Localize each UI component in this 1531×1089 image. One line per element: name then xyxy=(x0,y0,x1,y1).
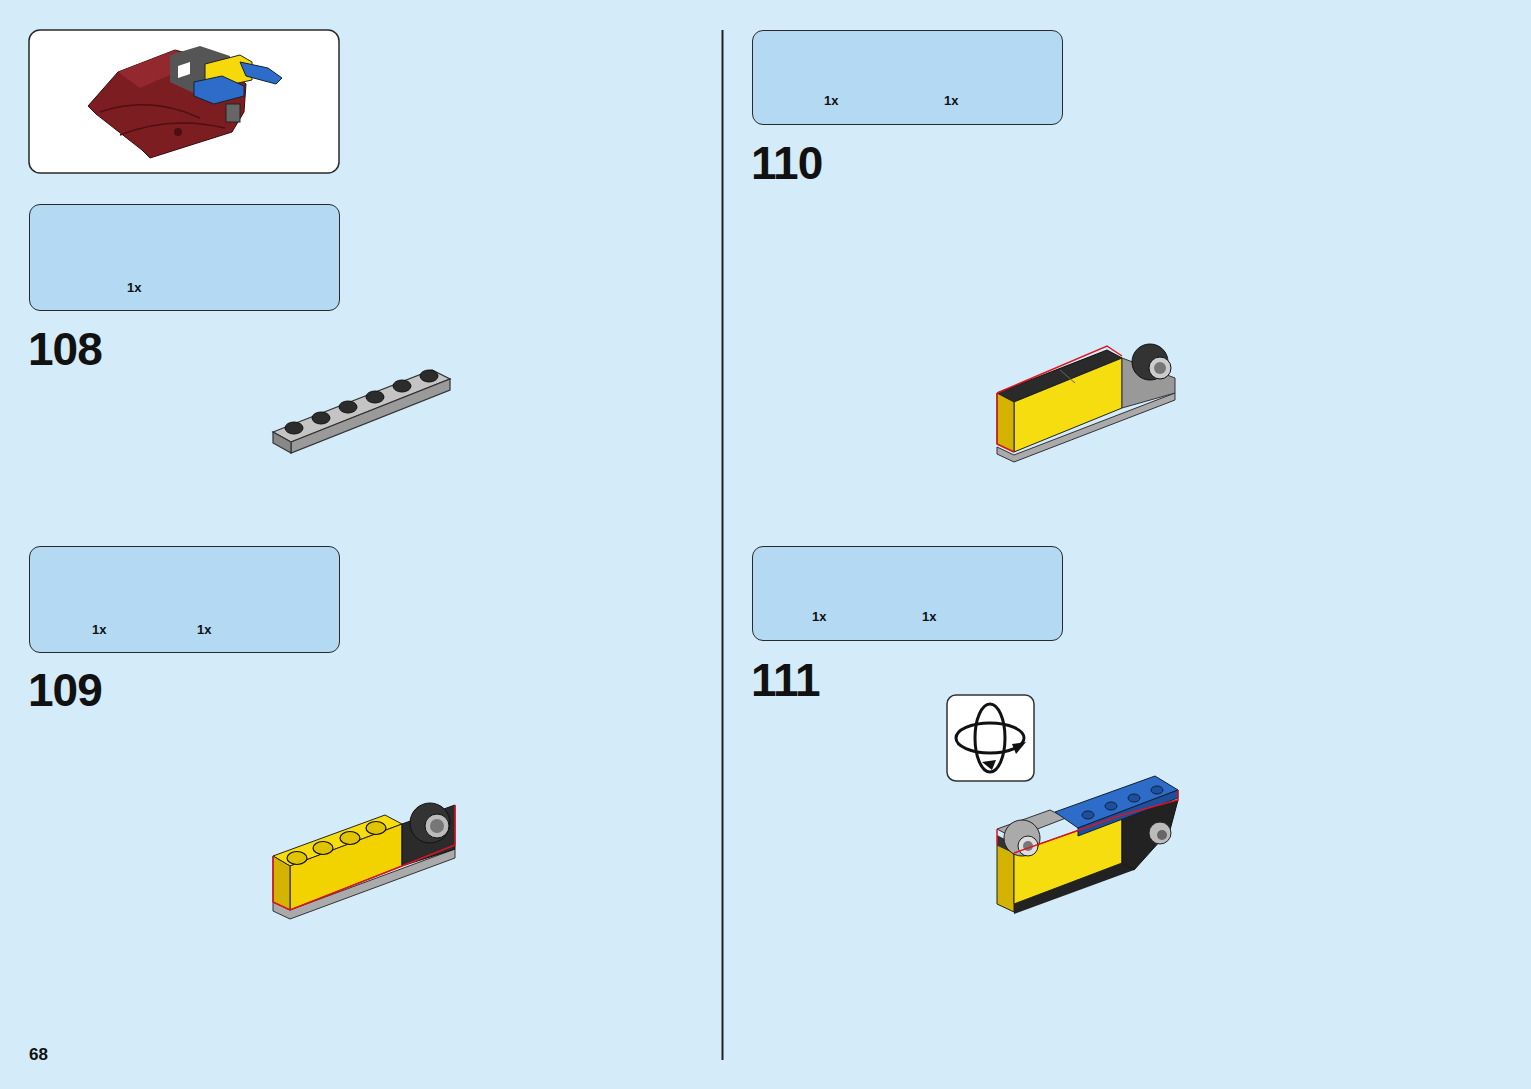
plate-model xyxy=(273,370,450,453)
quantity: 1x xyxy=(922,610,936,623)
quantity: 1x xyxy=(92,623,106,636)
quantity: 1x xyxy=(824,94,838,107)
step-number: 110 xyxy=(751,140,822,186)
brick-model xyxy=(273,803,455,919)
submodel-box xyxy=(29,30,339,173)
submodel-figure xyxy=(88,46,282,158)
step-number: 109 xyxy=(28,667,102,713)
parts-callout: 1x 1x xyxy=(752,30,1063,125)
parts-callout: 1x 1x xyxy=(752,546,1063,641)
quantity: 1x xyxy=(812,610,826,623)
quantity: 1x xyxy=(944,94,958,107)
step-number: 108 xyxy=(28,326,102,372)
page-number: 68 xyxy=(29,1046,48,1063)
quantity: 1x xyxy=(197,623,211,636)
rotated-model xyxy=(997,776,1178,914)
step-number: 111 xyxy=(751,657,820,703)
divider xyxy=(722,30,724,1060)
rotate-icon xyxy=(947,695,1034,781)
parts-callout: 1x 1x xyxy=(29,546,340,653)
parts-callout: 1x xyxy=(29,204,340,311)
quantity: 1x xyxy=(127,281,141,294)
tile-model xyxy=(997,344,1175,462)
